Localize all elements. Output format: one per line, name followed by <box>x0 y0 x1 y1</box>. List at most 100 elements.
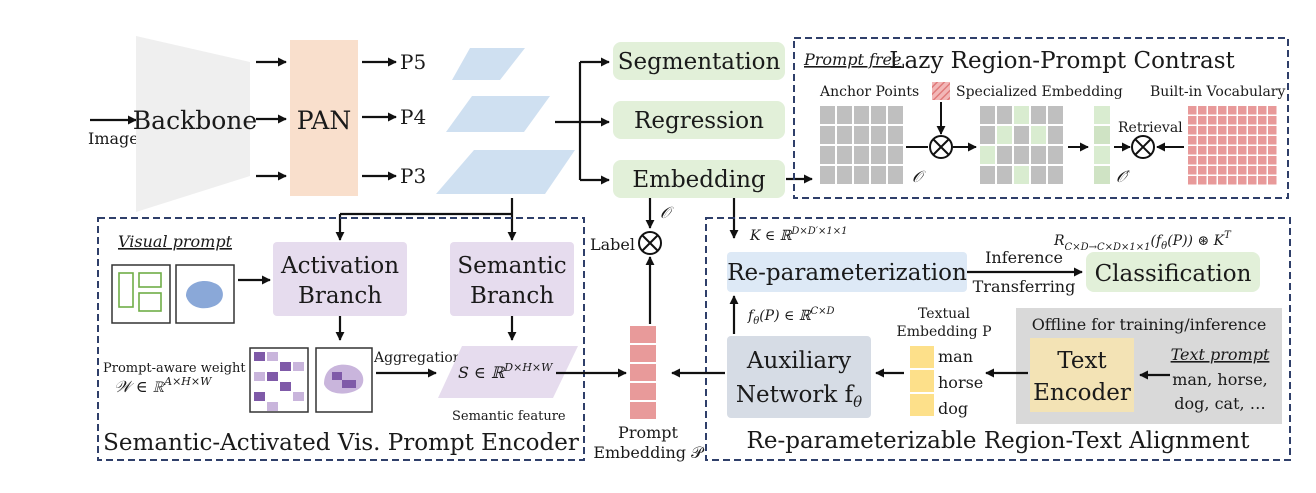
reparameterization-box <box>727 252 967 292</box>
prompt-embedding-cell <box>630 364 656 381</box>
activation-branch-box <box>273 242 407 316</box>
vocabulary-cell <box>1258 126 1267 135</box>
specialized-cell <box>1048 126 1063 144</box>
specialized-embedding-swatch <box>932 82 950 100</box>
semantic-branch-line1: Semantic <box>457 253 566 279</box>
specialized-cell <box>1014 106 1029 124</box>
vocabulary-cell <box>1218 146 1227 155</box>
text-encoder-line1: Text <box>1057 348 1107 374</box>
vocabulary-cell <box>1268 136 1277 145</box>
vocabulary-cell <box>1218 116 1227 125</box>
vocabulary-cell <box>1248 166 1257 175</box>
vocabulary-cell <box>1188 106 1197 115</box>
vocabulary-cell <box>1248 126 1257 135</box>
anchor-cell <box>871 166 886 184</box>
vocabulary-cell <box>1228 136 1237 145</box>
k-formula: K ∈ ℝD×D′×1×1 <box>749 226 848 244</box>
anchor-cell <box>820 146 835 164</box>
text-word-man: man <box>938 347 973 366</box>
activation-weight-cells <box>254 352 304 411</box>
specialized-embedding-grid <box>980 106 1063 184</box>
heads-section: Segmentation Regression Embedding 𝒪 Labe… <box>590 42 813 255</box>
vocabulary-cell <box>1188 116 1197 125</box>
p4-label: P4 <box>400 105 426 129</box>
vocabulary-cell <box>1238 136 1247 145</box>
text-word-horse: horse <box>938 373 983 392</box>
vocabulary-cell <box>1248 136 1257 145</box>
vocabulary-cell <box>1208 146 1217 155</box>
f-formula: fθ(P) ∈ ℝC×D <box>747 306 835 327</box>
vocabulary-cell <box>1258 116 1267 125</box>
specialized-column-cell <box>1094 106 1110 124</box>
vocabulary-cell <box>1218 136 1227 145</box>
vocabulary-cell <box>1228 166 1237 175</box>
w-formula: 𝒲 ∈ ℝA×H×W <box>114 375 213 396</box>
weight-cell <box>267 372 278 381</box>
textual-embedding-column <box>910 346 934 416</box>
anchor-cell <box>820 106 835 124</box>
feature-map-p4 <box>446 96 550 132</box>
reparam-panel-title: Re-parameterizable Region-Text Alignment <box>747 428 1251 454</box>
text-encoder-box <box>1030 338 1134 412</box>
anchor-cell <box>854 106 869 124</box>
vocabulary-cell <box>1268 116 1277 125</box>
vocabulary-cell <box>1238 146 1247 155</box>
specialized-embedding-column <box>1094 106 1110 184</box>
specialized-cell <box>1048 106 1063 124</box>
segmentation-label: Segmentation <box>618 49 781 75</box>
vocabulary-cell <box>1248 146 1257 155</box>
weight-cell <box>267 352 278 361</box>
vocabulary-cell <box>1188 126 1197 135</box>
anchor-cell <box>854 126 869 144</box>
vocabulary-cell <box>1258 106 1267 115</box>
semantic-branch-line2: Branch <box>470 283 554 309</box>
visual-prompt-box-c <box>138 292 162 312</box>
anchor-cell <box>871 126 886 144</box>
embedding-label: Embedding <box>632 167 766 193</box>
feature-map-p5 <box>452 48 525 80</box>
prompt-embedding-cell <box>630 345 656 362</box>
anchor-cell <box>837 106 852 124</box>
textual-embedding-line2: Embedding P <box>897 324 992 340</box>
vocabulary-cell <box>1228 146 1237 155</box>
vocabulary-cell <box>1258 176 1267 185</box>
vocabulary-cell <box>1198 116 1207 125</box>
anchor-cell <box>871 106 886 124</box>
vocabulary-cell <box>1218 166 1227 175</box>
vocabulary-cell <box>1268 166 1277 175</box>
vocabulary-cell <box>1208 136 1217 145</box>
anchor-cell <box>820 126 835 144</box>
s-formula: S ∈ ℝD×H×W <box>458 361 554 382</box>
specialized-cell <box>1031 126 1046 144</box>
specialized-cell <box>1014 166 1029 184</box>
o-prime-symbol: 𝒪′ <box>1116 167 1130 186</box>
prompt-aware-weight-label: Prompt-aware weight <box>103 361 246 376</box>
prompt-embedding-cell <box>630 402 656 419</box>
semantic-branch-box <box>450 242 574 316</box>
vocabulary-cell <box>1188 136 1197 145</box>
classification-label: Classification <box>1095 261 1252 287</box>
vocabulary-cell <box>1258 156 1267 165</box>
aggregation-label: Aggregation <box>373 350 462 366</box>
vocabulary-cell <box>1208 126 1217 135</box>
builtin-vocabulary-grid <box>1188 106 1277 185</box>
vocabulary-cell <box>1208 116 1217 125</box>
pan-block <box>290 40 358 196</box>
textual-embedding-cell <box>910 346 934 368</box>
activation-branch-line1: Activation <box>280 253 399 279</box>
semantic-feature-block <box>438 346 578 398</box>
classification-box <box>1086 252 1260 292</box>
vocabulary-cell <box>1208 156 1217 165</box>
auxiliary-line1: Auxiliary <box>746 348 851 374</box>
prompt-embedding-line2: Embedding 𝒫 <box>593 443 705 462</box>
semantic-feature-label: Semantic feature <box>452 409 566 424</box>
regression-label: Regression <box>634 108 764 134</box>
vocabulary-cell <box>1248 156 1257 165</box>
vocabulary-cell <box>1238 116 1247 125</box>
offline-label: Offline for training/inference <box>1032 315 1267 334</box>
specialized-cell <box>997 146 1012 164</box>
p5-label: P5 <box>400 50 426 74</box>
anchor-cell <box>888 166 903 184</box>
text-prompt-line1: man, horse, <box>1172 370 1268 389</box>
